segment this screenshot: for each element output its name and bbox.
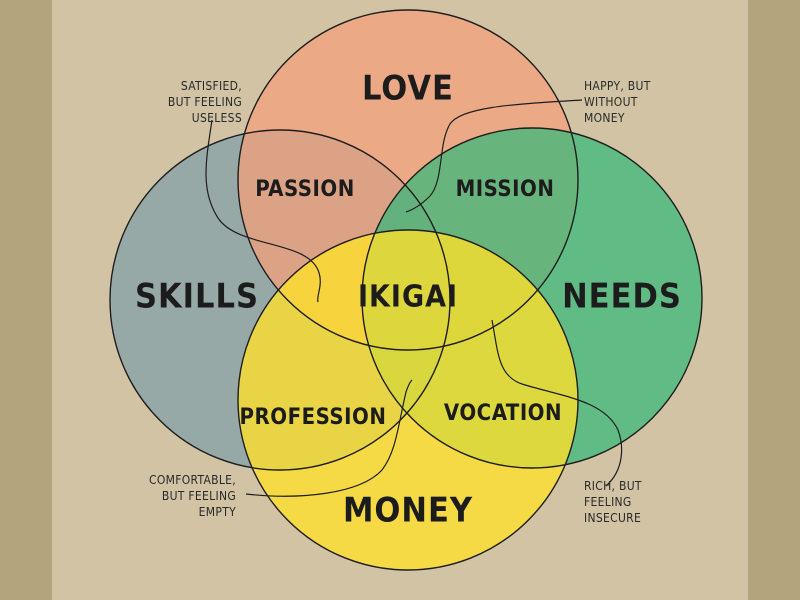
note-happy-line-2: WITHOUT bbox=[584, 95, 638, 109]
ikigai-label: IKIGAI bbox=[358, 280, 458, 315]
passion-label: PASSION bbox=[255, 177, 355, 202]
note-happy: HAPPY, BUT WITHOUT MONEY bbox=[584, 79, 651, 125]
leader-satisfied bbox=[205, 119, 321, 303]
note-satisfied-line-1: SATISFIED, bbox=[181, 79, 242, 93]
note-rich-line-3: INSECURE bbox=[584, 511, 641, 525]
money-circle bbox=[238, 230, 578, 570]
leader-comfortable bbox=[245, 379, 413, 497]
note-comfortable: COMFORTABLE, BUT FEELING EMPTY bbox=[149, 473, 236, 519]
note-rich-line-1: RICH, BUT bbox=[584, 479, 642, 493]
profession-label: PROFESSION bbox=[240, 405, 387, 430]
money-label: MONEY bbox=[343, 491, 473, 531]
mission-label: MISSION bbox=[456, 177, 555, 202]
note-rich-line-2: FEELING bbox=[584, 495, 632, 509]
leader-rich bbox=[491, 319, 623, 487]
leader-happy bbox=[405, 99, 583, 213]
note-satisfied-line-2: BUT FEELING bbox=[168, 95, 242, 109]
note-satisfied: SATISFIED, BUT FEELING USELESS bbox=[168, 79, 242, 125]
needs-label: NEEDS bbox=[562, 277, 682, 317]
love-label: LOVE bbox=[362, 69, 454, 109]
circle-fills bbox=[110, 10, 702, 570]
note-comfortable-line-3: EMPTY bbox=[199, 505, 236, 519]
skills-label: SKILLS bbox=[135, 277, 259, 317]
leader-lines bbox=[205, 99, 623, 497]
circle-outlines bbox=[109, 9, 703, 571]
note-happy-line-1: HAPPY, BUT bbox=[584, 79, 651, 93]
note-comfortable-line-1: COMFORTABLE, bbox=[149, 473, 236, 487]
note-rich: RICH, BUT FEELING INSECURE bbox=[584, 479, 642, 525]
note-happy-line-3: MONEY bbox=[584, 111, 625, 125]
note-comfortable-line-2: BUT FEELING bbox=[162, 489, 236, 503]
note-satisfied-line-3: USELESS bbox=[192, 111, 242, 125]
vocation-label: VOCATION bbox=[444, 401, 562, 426]
